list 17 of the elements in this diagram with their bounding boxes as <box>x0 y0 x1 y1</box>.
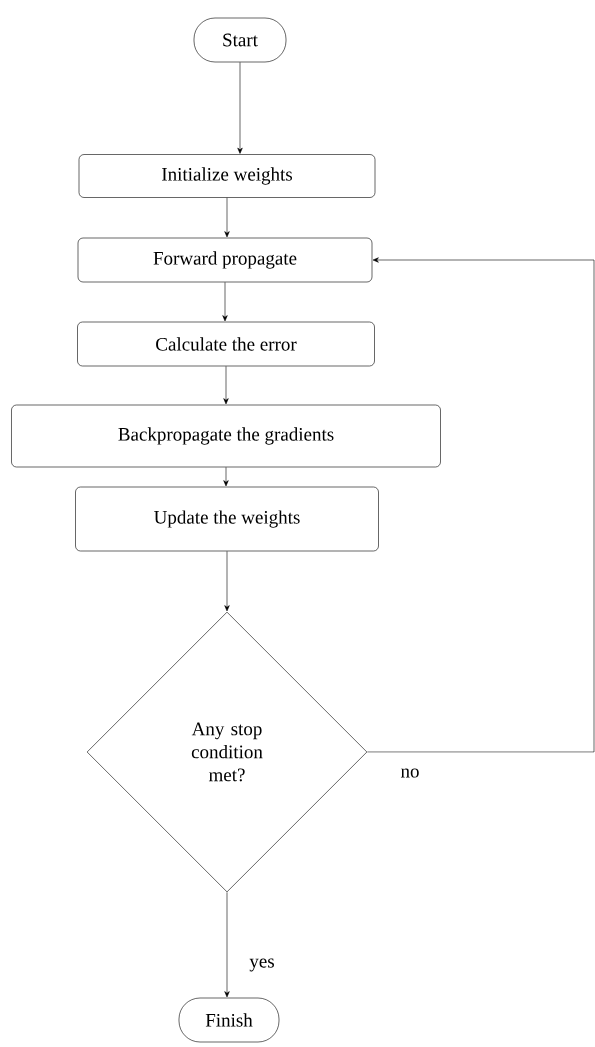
arrow <box>367 257 595 753</box>
process-box: Backpropagate the gradients <box>11 404 441 468</box>
process-box: Initialize weights <box>78 154 376 198</box>
edge-label: no <box>399 767 421 779</box>
edge-label: yes <box>248 957 276 973</box>
process-box: Forward propagate <box>77 237 373 283</box>
terminal-pill: Finish <box>178 997 280 1043</box>
arrow <box>237 62 243 154</box>
arrow <box>224 197 230 238</box>
process-box: Calculate the error <box>77 321 375 367</box>
process-box: Update the weights <box>75 486 379 552</box>
terminal-pill: Start <box>193 17 287 63</box>
arrow <box>224 551 230 612</box>
arrow <box>224 892 230 998</box>
arrow <box>223 366 229 405</box>
arrow <box>222 282 228 322</box>
arrow <box>223 467 229 487</box>
